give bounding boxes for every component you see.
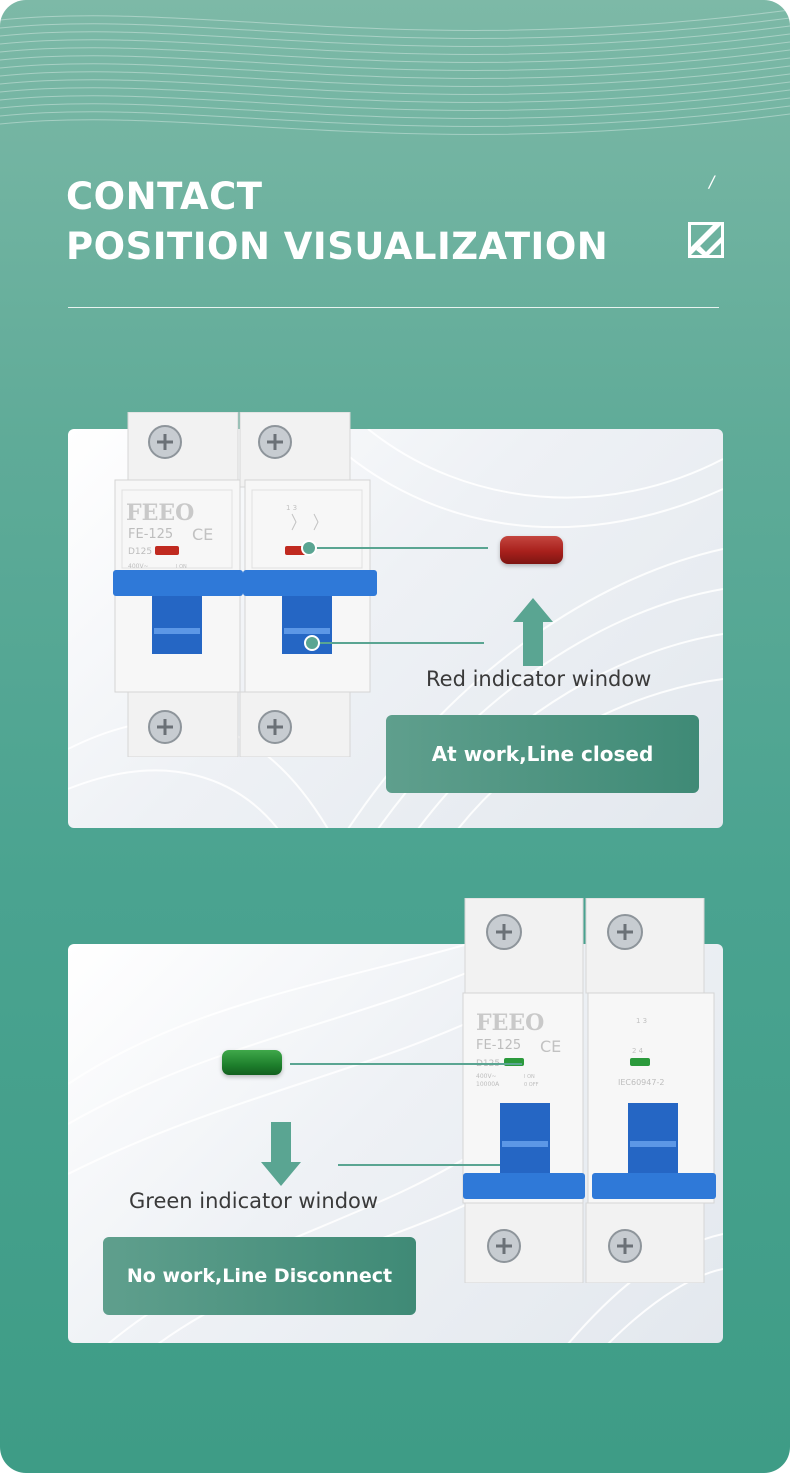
breaker-voltage: 400V~ xyxy=(476,1073,497,1080)
ce-mark: CE xyxy=(192,525,213,544)
breaker-brand: FEEO xyxy=(476,1010,544,1036)
status-closed-badge: At work,Line closed xyxy=(386,715,699,793)
title-line-1: CONTACT xyxy=(66,175,263,218)
breaker-model: FE-125 xyxy=(476,1038,521,1053)
breaker-off-label: 0 OFF xyxy=(524,1082,539,1088)
green-indicator-label: Green indicator window xyxy=(129,1189,379,1213)
breaker-brand: FEEO xyxy=(126,500,194,526)
decorative-waves xyxy=(0,9,790,135)
breaker-rating: D125 xyxy=(128,547,152,557)
ce-mark: CE xyxy=(540,1037,561,1056)
breaker-on-label: I ON xyxy=(176,564,187,570)
red-indicator-sample xyxy=(500,536,563,564)
breaker-model: FE-125 xyxy=(128,527,173,542)
breaker-on-label: I ON xyxy=(524,1074,535,1080)
green-indicator-sample xyxy=(222,1050,282,1075)
red-indicator-label: Red indicator window xyxy=(426,667,652,691)
breaker-rating: D125 xyxy=(476,1059,500,1069)
breaker-open-image: FEEO FE-125 CE D125 400V~ 10000A I ON 0 … xyxy=(462,898,716,1283)
breaker-terminal-top: 1 3 xyxy=(636,1017,647,1025)
checkmark-square-logo-icon xyxy=(688,222,724,258)
title-line-2: POSITION VISUALIZATION xyxy=(66,225,609,268)
breaker-terminal-bottom: 2 4 xyxy=(632,1047,644,1055)
page-title: CONTACT POSITION VISUALIZATION xyxy=(66,172,608,272)
breaker-voltage: 400V~ xyxy=(128,563,149,570)
breaker-closed-image: FEEO FE-125 CE D125 400V~ I ON 1 3 xyxy=(113,412,377,757)
panel-swirl-pattern xyxy=(68,944,723,1343)
breaker-terminal-top: 1 3 xyxy=(286,504,297,512)
breaker-capacity: 10000A xyxy=(476,1081,500,1088)
slash-mark: / xyxy=(709,172,715,191)
status-disconnect-badge: No work,Line Disconnect xyxy=(103,1237,416,1315)
breaker-standard: IEC60947-2 xyxy=(618,1078,664,1087)
header-divider xyxy=(68,307,719,308)
